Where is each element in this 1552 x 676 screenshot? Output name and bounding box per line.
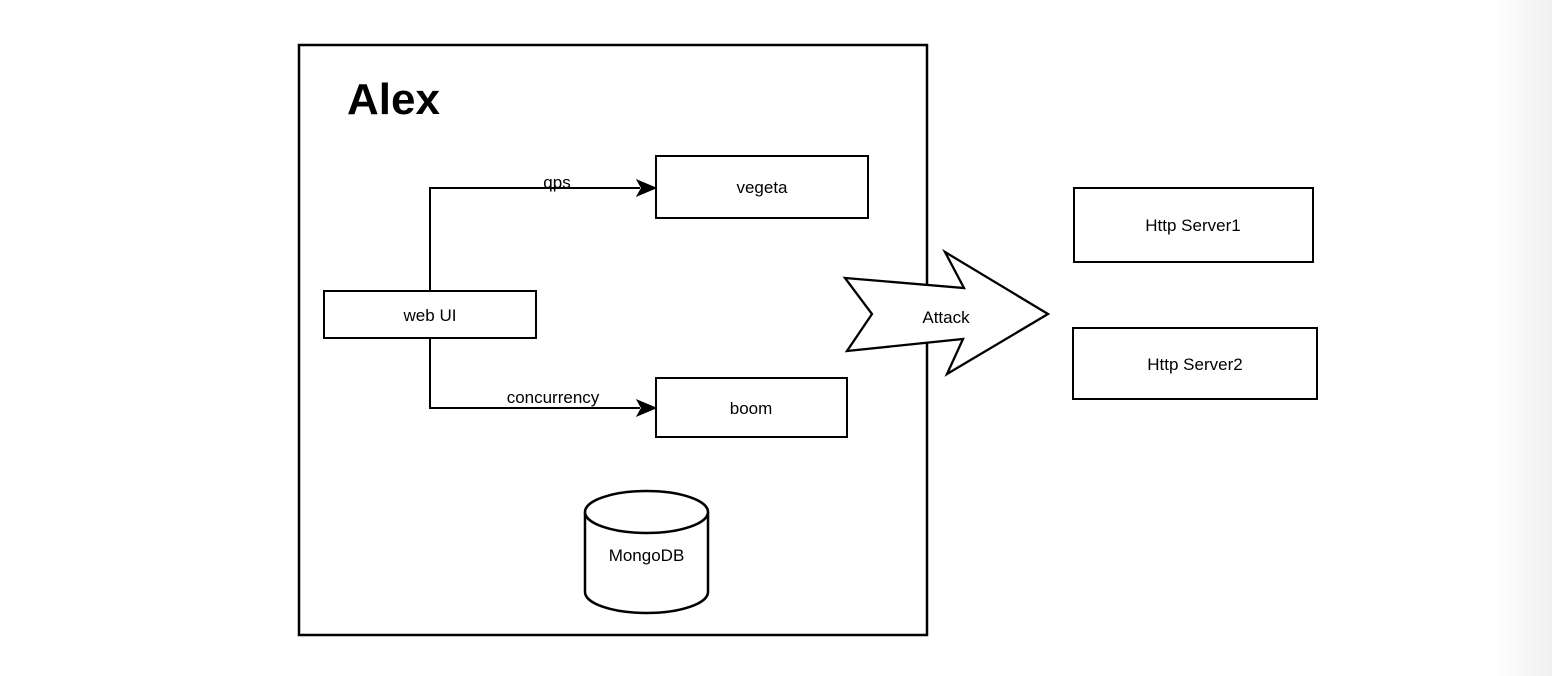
- http-server2-node-label: Http Server2: [1147, 355, 1242, 374]
- http-server1-node-label: Http Server1: [1145, 216, 1240, 235]
- attack-arrow: [842, 248, 1051, 377]
- http-server1-node: [1073, 187, 1314, 263]
- mongodb-cylinder: [583, 512, 710, 615]
- http-server2-node: [1072, 327, 1318, 400]
- mongodb-cylinder-top: [583, 489, 710, 535]
- attack-arrow-label: Attack: [922, 308, 970, 327]
- concurrency-edge: [429, 338, 640, 409]
- qps-edge: [429, 187, 640, 291]
- vegeta-node: [655, 155, 869, 219]
- qps-arrowhead-icon: [635, 178, 658, 198]
- concurrency-arrowhead-icon: [635, 398, 658, 418]
- concurrency-edge-label: concurrency: [507, 388, 600, 407]
- web-ui-node-label: web UI: [403, 306, 457, 325]
- web-ui-node: [323, 290, 537, 339]
- boom-node-label: boom: [730, 399, 773, 418]
- vegeta-node-label: vegeta: [736, 178, 788, 197]
- alex-container-label: Alex: [347, 75, 440, 124]
- mongodb-node-label: MongoDB: [609, 546, 685, 565]
- boom-node: [655, 377, 848, 438]
- qps-edge-label: qps: [543, 173, 570, 192]
